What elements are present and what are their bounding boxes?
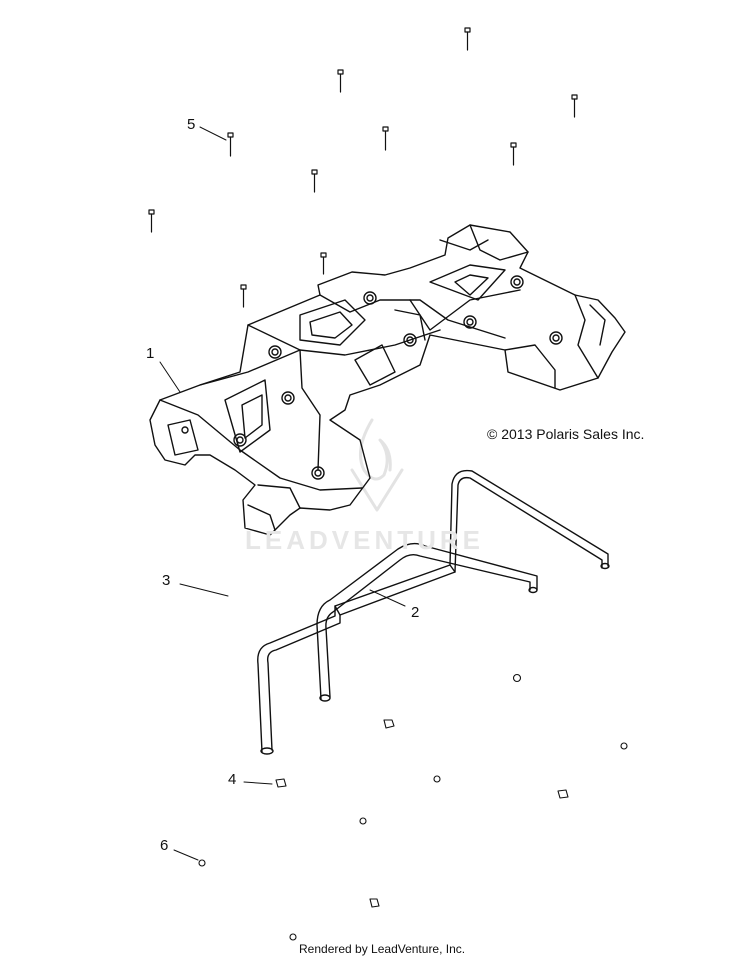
screw-icon	[227, 132, 234, 157]
callout-1: 1	[146, 345, 155, 362]
watermark-flame-icon	[350, 418, 404, 512]
rack-body	[149, 224, 626, 536]
clip-icon	[557, 789, 569, 799]
screw-icon	[464, 27, 471, 51]
watermark-text: LEADVENTURE	[245, 525, 485, 555]
nut-icon	[433, 775, 441, 783]
screws-group	[148, 27, 578, 308]
copyright-text: © 2013 Polaris Sales Inc.	[487, 426, 645, 442]
fasteners-group	[198, 673, 628, 941]
screw-icon	[337, 69, 344, 93]
nut-icon	[512, 673, 522, 683]
screw-icon	[311, 169, 318, 193]
outer-rail	[257, 469, 610, 755]
nut-icon	[289, 933, 297, 941]
inner-rail	[316, 542, 538, 702]
screw-icon	[240, 284, 247, 308]
clip-icon	[383, 719, 395, 729]
leader-lines	[159, 126, 406, 861]
footer-text: Rendered by LeadVenture, Inc.	[299, 942, 466, 956]
screw-icon	[571, 94, 578, 118]
screw-icon	[510, 142, 517, 166]
screw-icon	[148, 209, 155, 233]
screw-icon	[320, 252, 327, 275]
callout-6: 6	[160, 837, 169, 854]
callout-3: 3	[162, 572, 171, 589]
callout-4: 4	[228, 771, 237, 788]
screw-icon	[382, 126, 389, 151]
nut-icon	[620, 742, 628, 750]
callout-5: 5	[187, 116, 196, 133]
callout-2: 2	[411, 604, 420, 621]
clip-icon	[369, 898, 380, 908]
nut-icon	[359, 817, 367, 825]
clip-icon	[275, 778, 287, 788]
nut-icon	[198, 859, 206, 867]
